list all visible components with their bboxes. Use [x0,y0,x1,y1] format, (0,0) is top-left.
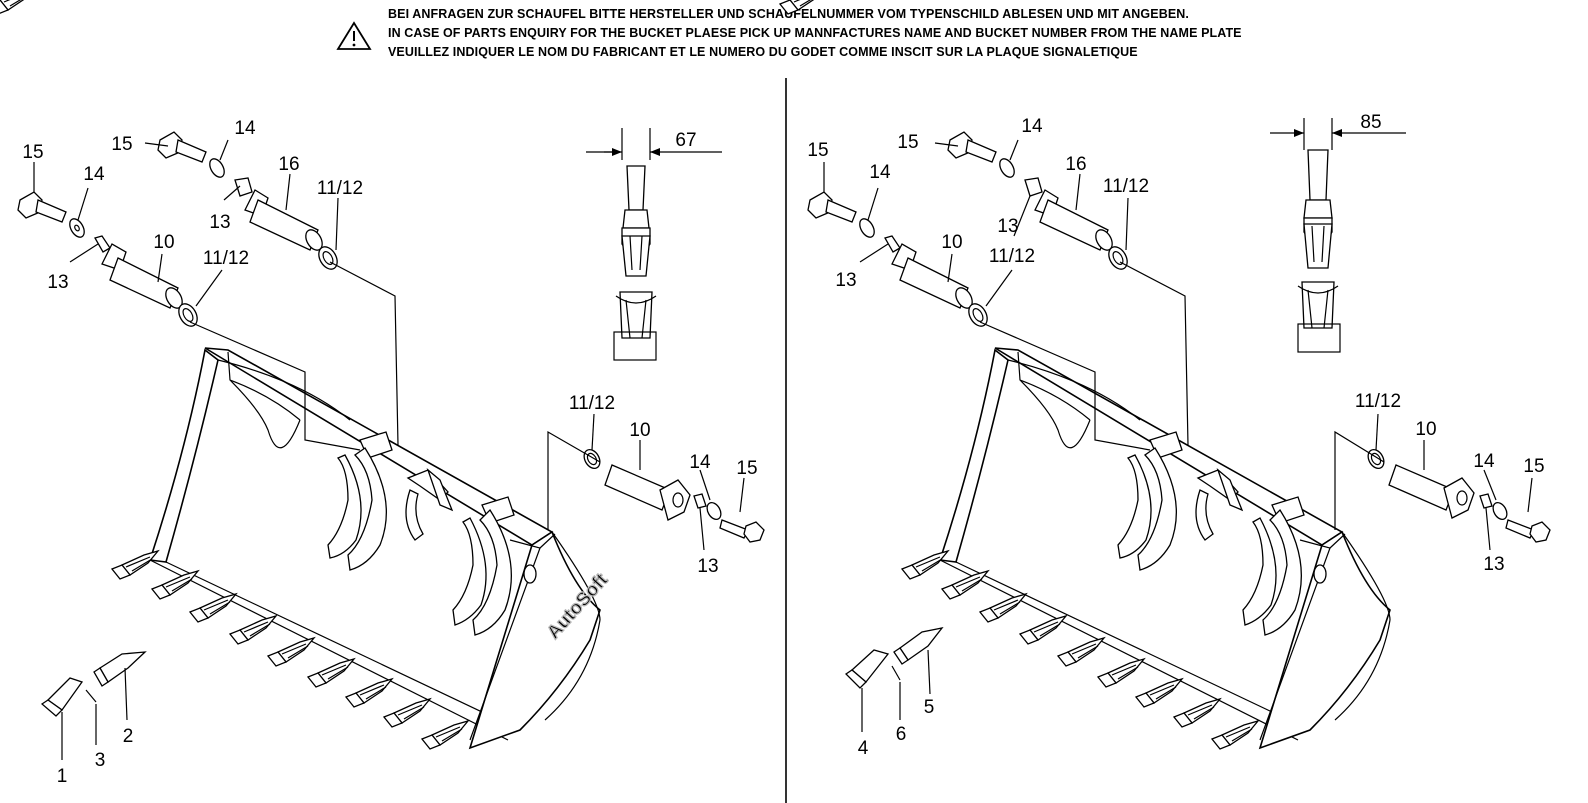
left-bucket-view: 15 14 13 10 11/12 15 14 13 16 11/12 11/1… [0,0,765,787]
right-callout-10c: 10 [1415,419,1436,440]
left-pin-assembly-c [547,430,765,543]
left-callout-11-12a: 11/12 [203,248,249,269]
right-callout-14c: 14 [1473,451,1495,472]
notice-line-english: IN CASE OF PARTS ENQUIRY FOR THE BUCKET … [388,26,1242,40]
left-callout-13c: 13 [697,556,718,577]
right-callout-10a: 10 [941,232,962,253]
right-callout-11-12b: 11/12 [1103,176,1149,197]
right-pin-assembly-c [1334,430,1551,543]
left-callout-11-12b: 11/12 [317,178,363,199]
notice-line-french: VEUILLEZ INDIQUER LE NOM DU FABRICANT ET… [388,45,1138,59]
left-tooth-detail [586,128,722,361]
left-callout-11-12c: 11/12 [569,393,615,414]
left-callout-14a: 14 [83,164,105,185]
right-callout-11-12a: 11/12 [989,246,1035,267]
left-callout-13a: 13 [47,272,68,293]
right-callout-15b: 15 [897,132,918,153]
left-pin-assembly-a [17,191,361,451]
right-callout-15c: 15 [1523,456,1544,477]
left-callout-10c: 10 [629,420,650,441]
left-dimension-label: 67 [675,130,696,151]
right-callout-13c: 13 [1483,554,1504,575]
right-callout-16: 16 [1065,154,1086,175]
right-teeth-row [901,550,1259,750]
left-callouts: 15 14 13 10 11/12 15 14 13 16 11/12 11/1… [22,118,757,787]
right-pin-assembly-b [947,131,1189,446]
left-bucket-body [0,0,601,749]
right-callout-14a: 14 [869,162,891,183]
left-callout-3: 3 [95,750,106,771]
right-exploded-tooth [844,627,944,732]
right-pin-assembly-a [807,191,1151,451]
left-callout-15b: 15 [111,134,132,155]
left-exploded-tooth [40,651,147,760]
right-callout-5: 5 [924,697,935,718]
right-bucket-body [779,0,1391,749]
warning-triangle-icon [336,21,372,50]
left-callout-14c: 14 [689,452,711,473]
right-callouts: 15 14 13 10 11/12 15 14 13 16 11/12 11/1… [807,112,1544,759]
left-pin-assembly-b [157,131,399,446]
left-callout-15c: 15 [736,458,757,479]
right-callout-6: 6 [896,724,907,745]
right-dimension-label: 85 [1360,112,1381,133]
left-callout-2: 2 [123,726,134,747]
right-bucket-view: 15 14 13 10 11/12 15 14 13 16 11/12 11/1… [779,0,1551,759]
right-callout-15a: 15 [807,140,828,161]
right-tooth-detail [1270,118,1406,353]
right-callout-14b: 14 [1021,116,1043,137]
left-callout-15a: 15 [22,142,43,163]
right-callout-13a: 13 [835,270,856,291]
left-callout-10a: 10 [153,232,174,253]
right-callout-13b: 13 [997,216,1018,237]
right-callout-11-12c: 11/12 [1355,391,1401,412]
left-callout-16: 16 [278,154,299,175]
left-callout-13b: 13 [209,212,230,233]
left-callout-1: 1 [57,766,68,787]
right-callout-4: 4 [858,738,869,759]
left-callout-14b: 14 [234,118,256,139]
left-teeth-row [111,550,469,750]
